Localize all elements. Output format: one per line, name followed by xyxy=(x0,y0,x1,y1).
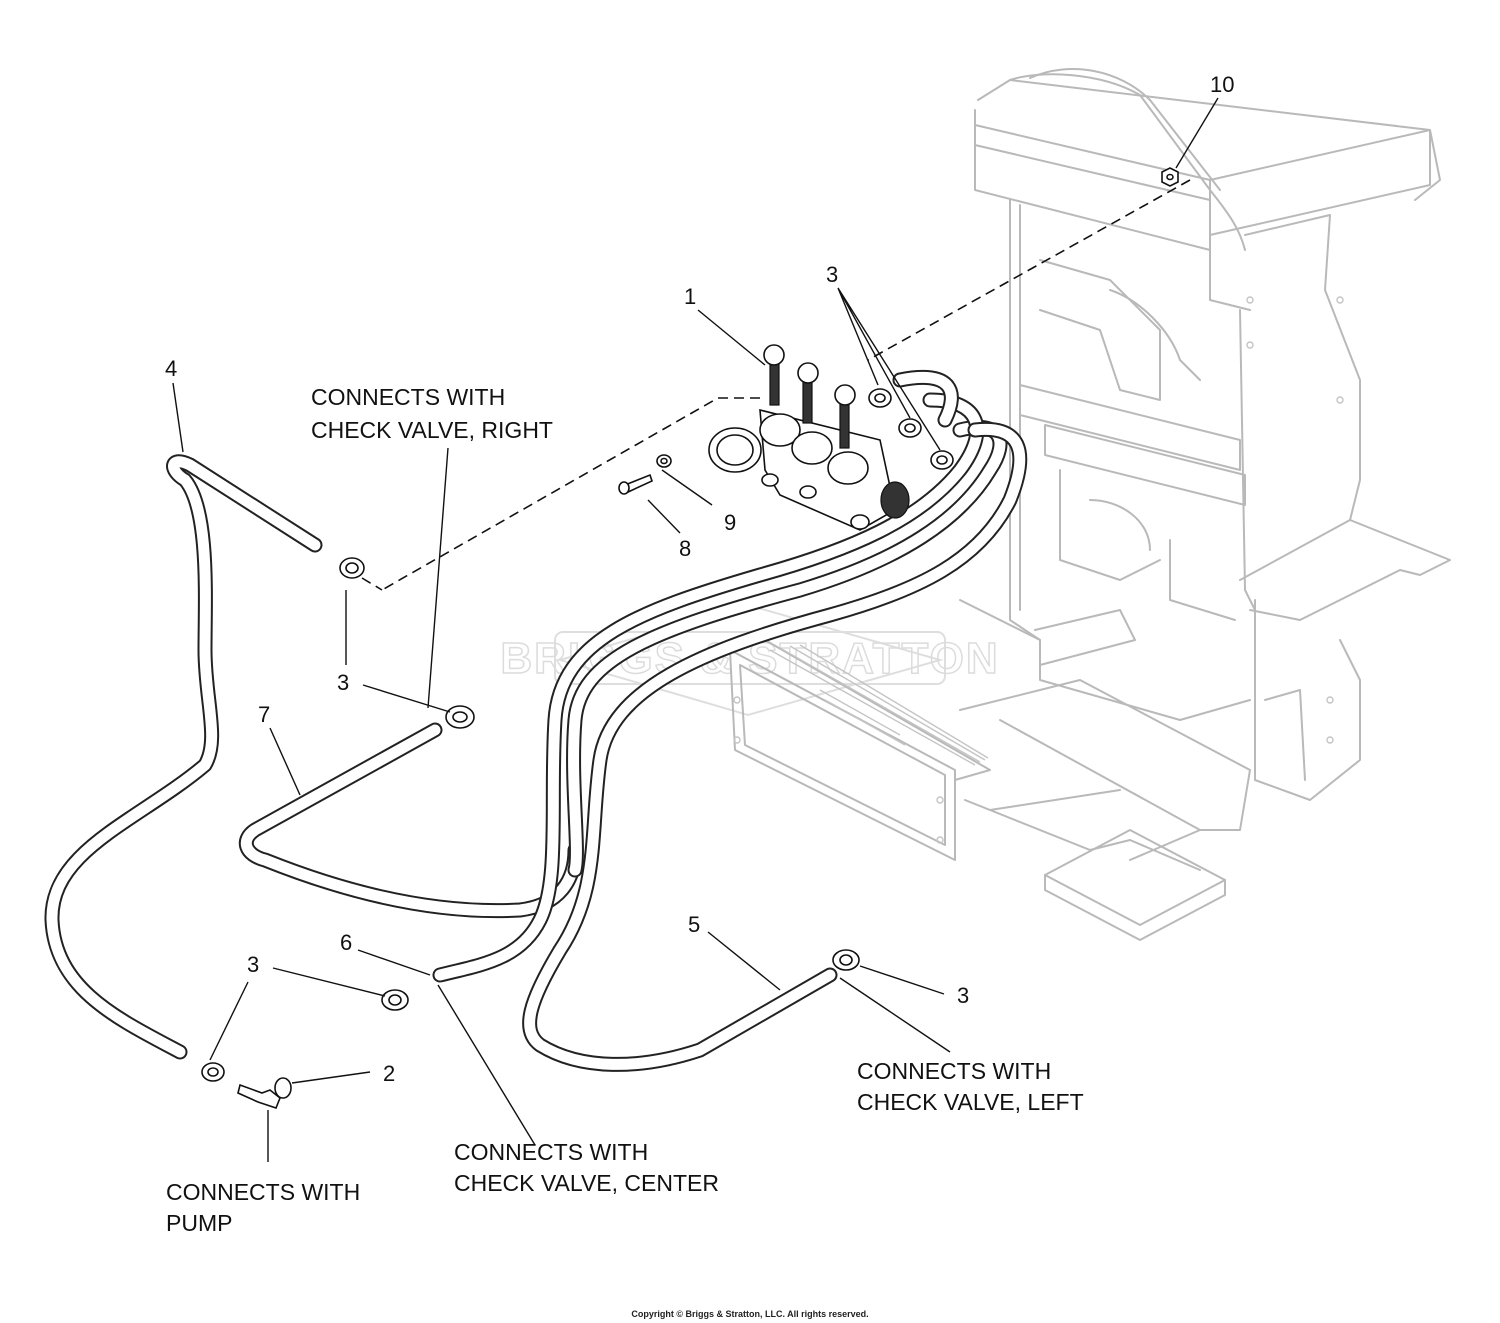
clamp-mid xyxy=(445,705,475,729)
note-right-line1: CONNECTS WITH xyxy=(311,384,505,410)
clamp-lower-right xyxy=(832,949,860,971)
connection-notes: CONNECTS WITH CHECK VALVE, RIGHT CONNECT… xyxy=(166,384,1084,1236)
nut-10 xyxy=(1161,167,1179,187)
callout-6: 6 xyxy=(340,930,352,955)
clamps xyxy=(201,388,954,1082)
callout-1: 1 xyxy=(684,284,696,309)
washer-9 xyxy=(656,454,672,468)
mounting-dashed-line xyxy=(361,179,1191,591)
note-center-line2: CHECK VALVE, CENTER xyxy=(454,1170,719,1196)
callout-3-lower-left: 3 xyxy=(247,952,259,977)
callout-3-lower-right: 3 xyxy=(957,983,969,1008)
callout-numbers: 1 3 10 4 3 7 9 8 6 3 5 3 2 xyxy=(165,72,1234,1086)
callout-3-upper-left: 3 xyxy=(337,670,349,695)
clamp-upper-left xyxy=(339,557,365,579)
note-left-line2: CHECK VALVE, LEFT xyxy=(857,1089,1084,1115)
note-right-line2: CHECK VALVE, RIGHT xyxy=(311,417,553,443)
callout-2: 2 xyxy=(383,1061,395,1086)
clamp-center xyxy=(381,989,409,1011)
clamp-top-1 xyxy=(868,388,892,408)
callout-8: 8 xyxy=(679,536,691,561)
valve-assembly xyxy=(708,344,910,531)
leader-lines xyxy=(172,97,1219,1162)
bolt-8 xyxy=(618,473,653,495)
callout-10: 10 xyxy=(1210,72,1234,97)
note-center-line1: CONNECTS WITH xyxy=(454,1139,648,1165)
callout-4: 4 xyxy=(165,356,177,381)
clamp-top-2 xyxy=(898,418,922,438)
callout-7: 7 xyxy=(258,702,270,727)
callout-5: 5 xyxy=(688,912,700,937)
clamp-lower-left xyxy=(201,1062,225,1082)
elbow-fitting-2 xyxy=(237,1077,292,1109)
hose-4 xyxy=(44,454,323,1060)
clamp-top-3 xyxy=(930,450,954,470)
note-left-line1: CONNECTS WITH xyxy=(857,1058,1051,1084)
callout-9: 9 xyxy=(724,510,736,535)
note-pump-line1: CONNECTS WITH xyxy=(166,1179,360,1205)
callout-3-top: 3 xyxy=(826,262,838,287)
hose-bundle xyxy=(432,369,1028,1072)
hoses xyxy=(44,369,1028,1072)
copyright-notice: Copyright © Briggs & Stratton, LLC. All … xyxy=(631,1309,869,1319)
note-pump-line2: PUMP xyxy=(166,1210,232,1236)
hose-7 xyxy=(238,722,583,919)
